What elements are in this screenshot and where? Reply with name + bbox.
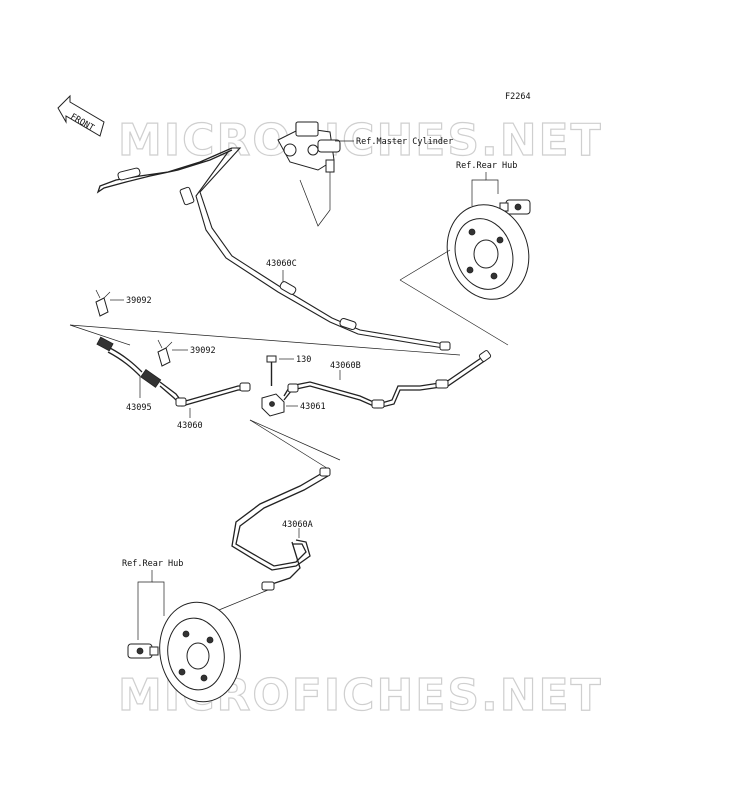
brake-hose-43095-icon [96,336,162,388]
clip-39092-top-icon [95,289,111,317]
clip-39092-bottom-icon [157,339,173,367]
junction-block-43061-icon [261,393,285,417]
figure-code: F2264 [505,92,531,102]
watermark-top: MICROFICHES.NET [118,115,603,166]
backing-plate-top-icon [446,204,530,300]
part-label-43060b: 43060B [330,361,361,371]
master-cylinder-icon [277,121,341,173]
wheel-cylinder-bottom-icon [127,643,159,659]
part-label-39092-b: 39092 [190,346,216,356]
part-label-43060: 43060 [177,421,203,431]
part-label-39092-a: 39092 [126,296,152,306]
ref-rear-hub-top-label: Ref.Rear Hub [456,161,517,171]
part-label-43095: 43095 [126,403,152,413]
ref-rear-hub-bottom-label: Ref.Rear Hub [122,559,183,569]
bolt-130-icon [266,355,277,386]
part-label-43060c: 43060C [266,259,297,269]
part-label-43060a: 43060A [282,520,313,530]
part-label-130: 130 [296,355,311,365]
backing-plate-bottom-icon [159,601,241,703]
front-arrow-icon: FRONT [57,94,105,137]
part-label-43061: 43061 [300,402,326,412]
ref-master-cylinder-label: Ref.Master Cylinder [356,137,453,147]
